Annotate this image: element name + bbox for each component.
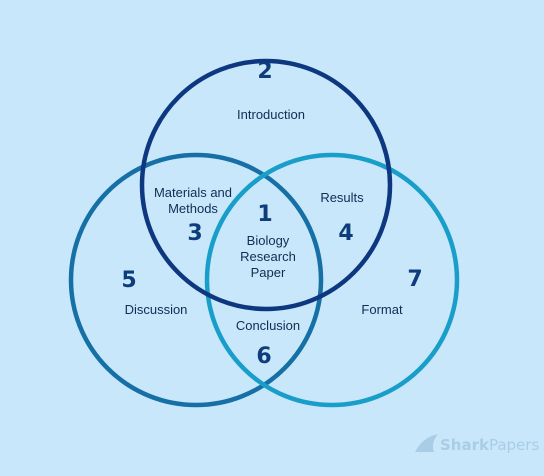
region-label-results: Results <box>320 190 364 205</box>
region-label-center-line: Paper <box>251 265 286 280</box>
logo-text-papers: Papers <box>489 436 539 454</box>
logo-text-shark: Shark <box>440 436 490 454</box>
region-number-center: 1 <box>257 202 272 227</box>
brand-logo: SharkPapers <box>415 434 539 454</box>
svg-text:SharkPapers: SharkPapers <box>440 436 539 454</box>
region-number-format: 7 <box>407 267 422 292</box>
region-number-results: 4 <box>338 221 353 246</box>
region-number-materials-methods: 3 <box>187 221 202 246</box>
region-number-discussion: 5 <box>121 268 136 293</box>
circle-right <box>204 152 460 408</box>
region-label-materials-methods-line: Materials and <box>154 185 232 200</box>
region-number-conclusion: 6 <box>256 344 271 369</box>
shark-fin-icon <box>415 434 438 452</box>
region-label-center-line: Biology <box>247 233 290 248</box>
circle-left <box>68 152 324 408</box>
region-label-materials-methods-line: Methods <box>168 201 218 216</box>
region-label-format: Format <box>361 302 403 317</box>
circle-top <box>139 58 393 312</box>
region-number-introduction: 2 <box>257 59 272 84</box>
region-label-conclusion: Conclusion <box>236 318 300 333</box>
region-label-introduction: Introduction <box>237 107 305 122</box>
region-label-center-line: Research <box>240 249 296 264</box>
region-label-discussion: Discussion <box>125 302 188 317</box>
